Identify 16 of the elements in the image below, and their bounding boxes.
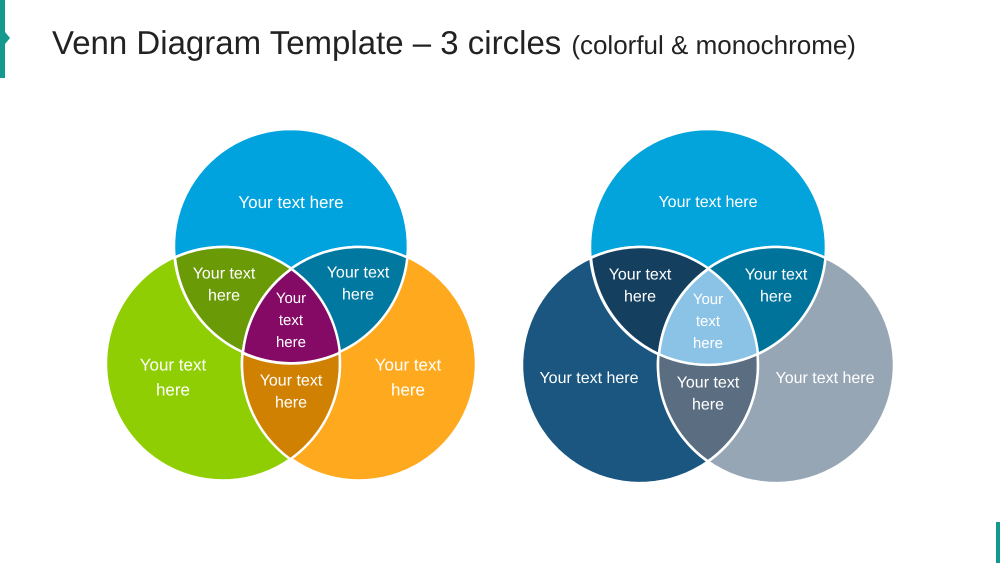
region-text: Your text here — [326, 264, 390, 306]
region-text: Your text here — [676, 374, 740, 416]
subtitle: (colorful & monochrome) — [571, 30, 856, 61]
region-text: Your text here — [692, 290, 724, 354]
region-text: Your text here — [374, 354, 442, 401]
region-text: Your text here — [775, 368, 875, 389]
region-text: Your text here — [238, 192, 344, 214]
region-text: Your text here — [258, 372, 324, 414]
slide-title: Venn Diagram Template – 3 circles — [52, 24, 562, 62]
region-text: Your text here — [539, 368, 638, 389]
region-text: Your text here — [138, 354, 208, 401]
region-text: Your text here — [608, 266, 672, 308]
region-text: Your text here — [744, 266, 808, 308]
region-text: Your text here — [274, 288, 308, 353]
region-text: Your text here — [658, 192, 758, 213]
region-text: Your text here — [192, 264, 256, 307]
